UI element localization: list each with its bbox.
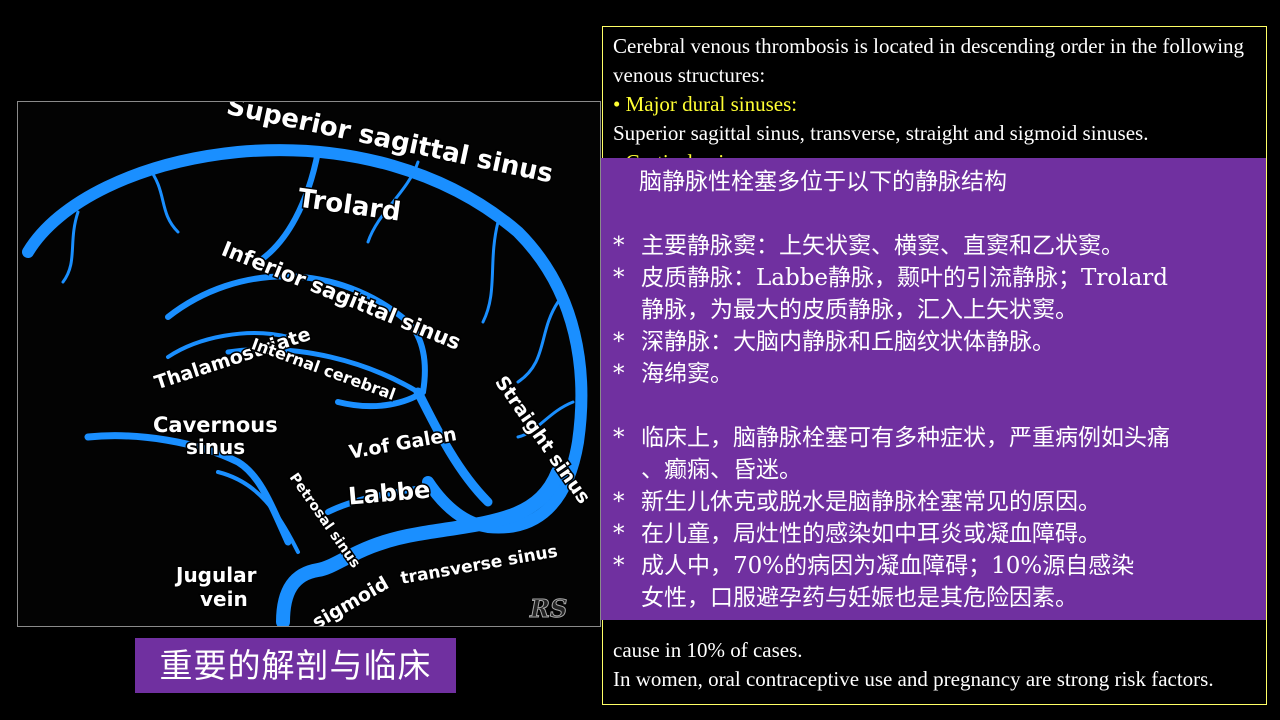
chinese-list-item: * 临床上，脑静脉栓塞可有多种症状，严重病例如头痛、癫痫、昏迷。 [613, 422, 1256, 486]
chinese-list-item: * 皮质静脉：Labbe静脉，颞叶的引流静脉；Trolard 静脉，为最大的皮质静脉… [613, 262, 1256, 326]
chinese-list-item-text: 皮质静脉：Labbe静脉，颞叶的引流静脉；Trolard 静脉，为最大的皮质静脉，… [641, 262, 1168, 326]
cortical-branch [366, 160, 420, 244]
cavernous-vessel [84, 432, 292, 546]
chinese-list-structures: * 主要静脉窦：上矢状窦、横窦、直窦和乙状窦。 * 皮质静脉：Labbe静脉，颞叶的引… [613, 230, 1256, 390]
signature-rs: RS [529, 594, 567, 623]
chinese-list-item-text: 成人中，70%的病因为凝血障碍；10%源自感染女性，口服避孕药与妊娠也是其危险因… [641, 550, 1134, 614]
text-line: 临床上，脑静脉栓塞可有多种症状，严重病例如头痛 [641, 425, 1170, 451]
chinese-list-item: * 主要静脉窦：上矢状窦、横窦、直窦和乙状窦。 [613, 230, 1256, 262]
vein-network [22, 144, 588, 626]
slide-caption: 重要的解剖与临床 [135, 638, 456, 693]
english-bottom-partial: cause in 10% of cases. [613, 638, 803, 662]
cortical-branch [146, 165, 180, 234]
labbe-vessel [325, 484, 431, 515]
label-sinus: sinus [186, 435, 245, 459]
bullet-star: * [613, 521, 625, 547]
label-cavernous: Cavernous [153, 413, 278, 437]
text-line: 在儿童，局灶性的感染如中耳炎或凝血障碍。 [641, 521, 1101, 547]
chinese-list-item-text: 海绵窦。 [641, 358, 733, 390]
chinese-list-item-text: 新生儿休克或脱水是脑静脉栓塞常见的原因。 [641, 486, 1101, 518]
straight-sinus-vessel [413, 387, 493, 507]
text-line: 静脉，为最大的皮质静脉，汇入上矢状窦。 [641, 297, 1078, 323]
chinese-list-item-text: 深静脉：大脑内静脉和丘脑纹状体静脉。 [641, 326, 1055, 358]
chinese-list-item: * 成人中，70%的病因为凝血障碍；10%源自感染女性，口服避孕药与妊娠也是其危险… [613, 550, 1256, 614]
english-major-text: Superior sagittal sinus, transverse, str… [613, 121, 1149, 145]
bullet-star: * [613, 425, 625, 451]
chinese-list-clinical: * 临床上，脑静脉栓塞可有多种症状，严重病例如头痛、癫痫、昏迷。 * 新生儿休克或脱水… [613, 422, 1256, 614]
text-line: 新生儿休克或脱水是脑静脉栓塞常见的原因。 [641, 489, 1101, 515]
text-line: 成人中，70%的病因为凝血障碍；10%源自感染 [641, 553, 1135, 579]
text-line: 主要静脉窦：上矢状窦、横窦、直窦和乙状窦。 [641, 233, 1124, 259]
trolard-vessel [255, 149, 321, 265]
chinese-list-item-text: 主要静脉窦：上矢状窦、横窦、直窦和乙状窦。 [641, 230, 1124, 262]
list-gap [613, 390, 1256, 422]
text-line: 、癫痫、昏迷。 [641, 457, 802, 483]
label-transverse-sinus: transverse sinus [399, 542, 559, 589]
petrosal-vessel [216, 470, 300, 554]
label-v-of-galen: V.of Galen [347, 423, 458, 464]
text-line: 深静脉：大脑内静脉和丘脑纹状体静脉。 [641, 329, 1055, 355]
english-major-heading: • Major dural sinuses: [613, 92, 798, 116]
cortical-branch [516, 300, 560, 384]
chinese-title: 脑静脉性栓塞多位于以下的静脉结构 [639, 169, 1007, 195]
venous-anatomy-diagram: Superior sagittal sinus Trolard Inferior… [17, 101, 601, 627]
label-sigmoid: sigmoid [309, 572, 393, 627]
bullet-star: * [613, 489, 625, 515]
label-vein: vein [200, 587, 248, 611]
galen-vessel [335, 389, 426, 410]
chinese-list-item: * 深静脉：大脑内静脉和丘脑纹状体静脉。 [613, 326, 1256, 358]
chinese-list-item-text: 临床上，脑静脉栓塞可有多种症状，严重病例如头痛、癫痫、昏迷。 [641, 422, 1170, 486]
label-labbe: Labbe [347, 476, 431, 511]
superior-sagittal-sinus-vessel [22, 144, 588, 534]
text-line: 皮质静脉：Labbe静脉，颞叶的引流静脉；Trolard [641, 265, 1169, 291]
bullet-star: * [613, 233, 625, 259]
english-intro: Cerebral venous thrombosis is located in… [613, 34, 1245, 87]
chinese-list-item-text: 在儿童，局灶性的感染如中耳炎或凝血障碍。 [641, 518, 1101, 550]
english-women-risk: In women, oral contraceptive use and pre… [613, 667, 1214, 691]
cortical-branch [481, 220, 500, 324]
internal-cerebral-vessel [225, 346, 421, 395]
chinese-list-item: * 在儿童，局灶性的感染如中耳炎或凝血障碍。 [613, 518, 1256, 550]
cortical-branch [516, 400, 575, 439]
inferior-sagittal-sinus-vessel [165, 273, 428, 395]
transverse-sinus-vessel [276, 465, 565, 626]
chinese-text-box: 脑静脉性栓塞多位于以下的静脉结构 *主要静脉窦：上矢状窦、横窦、直窦和乙状窦。*… [601, 158, 1266, 620]
label-trolard: Trolard [296, 184, 403, 228]
english-text-box: Cerebral venous thrombosis is located in… [602, 26, 1267, 705]
bullet-star: * [613, 361, 625, 387]
text-line: 海绵窦。 [641, 361, 733, 387]
chinese-list-item: * 海绵窦。 [613, 358, 1256, 390]
label-jugular: Jugular [174, 563, 257, 587]
thalamostriate-vessel [166, 331, 290, 359]
bullet-star: * [613, 265, 625, 291]
text-line: 女性，口服避孕药与妊娠也是其危险因素。 [641, 585, 1078, 611]
bullet-star: * [613, 553, 625, 579]
cortical-branch [61, 210, 80, 284]
bullet-star: * [613, 329, 625, 355]
english-bottom-text: cause in 10% of cases. In women, oral co… [613, 636, 1258, 694]
chinese-list-item: * 新生儿休克或脱水是脑静脉栓塞常见的原因。 [613, 486, 1256, 518]
vein-illustration: Superior sagittal sinus Trolard Inferior… [22, 102, 596, 627]
